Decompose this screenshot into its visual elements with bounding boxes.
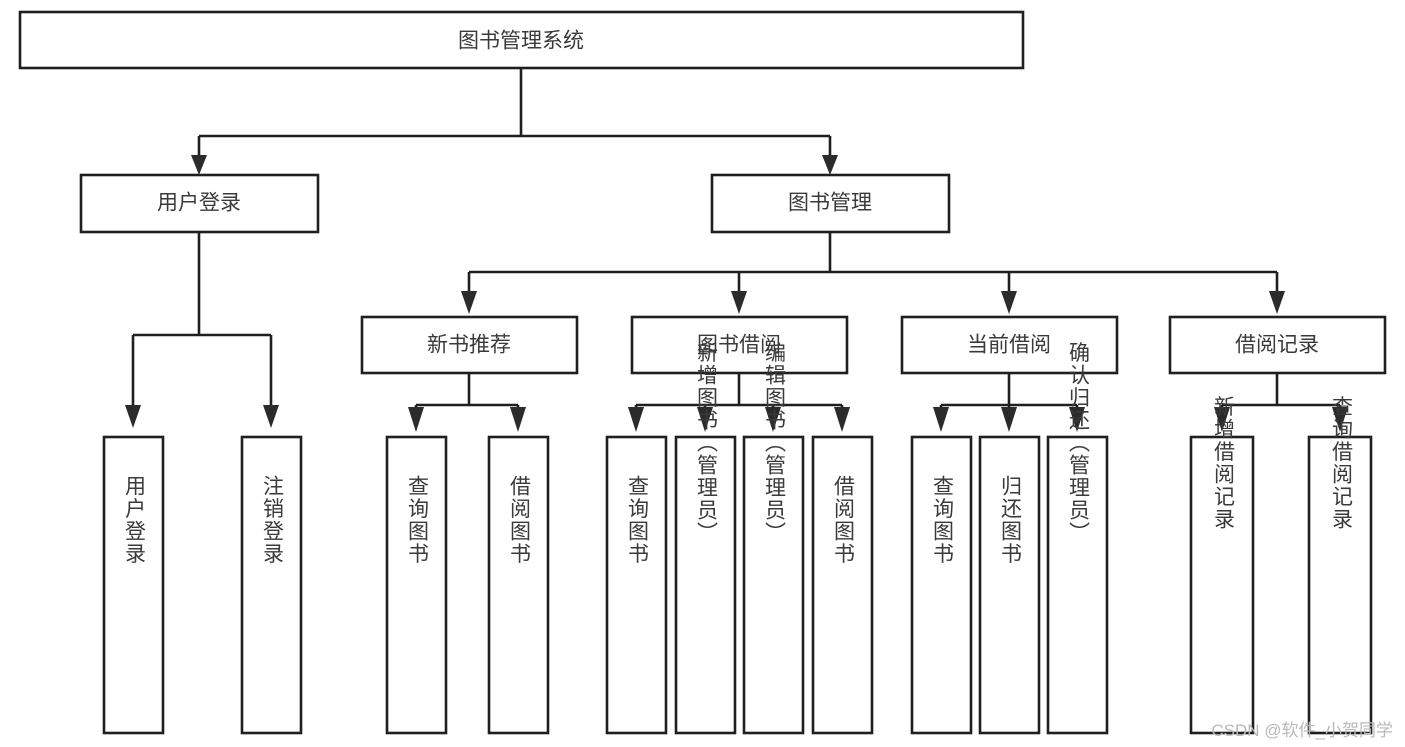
node-current-borrow[interactable]: 当前借阅 <box>900 315 1119 375</box>
arrowhead-leaf-user-login <box>125 405 141 428</box>
node-user-login-label: 用户登录 <box>157 192 241 215</box>
arrowhead-book-borrow <box>731 291 747 314</box>
leaf-query-book-1-box[interactable] <box>385 435 448 735</box>
node-borrow-record-box[interactable] <box>1168 315 1387 375</box>
arrowhead-leaf-query-record <box>1332 407 1348 432</box>
leaf-user-logout-box[interactable] <box>240 435 303 735</box>
node-borrow-record-label: 借阅记录 <box>1235 334 1319 357</box>
leaf-query-record[interactable]: 查询借阅记录 <box>1307 396 1373 735</box>
node-current-borrow-box[interactable] <box>900 315 1119 375</box>
arrowhead-leaf-add-book <box>697 407 713 432</box>
node-borrow-record[interactable]: 借阅记录 <box>1168 315 1387 375</box>
arrowhead-leaf-return-book <box>1001 407 1017 432</box>
leaf-edit-book[interactable]: 编辑图书（管理员） <box>742 342 805 735</box>
leaf-user-logout[interactable]: 注销登录 <box>240 435 303 735</box>
leaf-add-book-label: 新增图书（管理员） <box>694 342 718 545</box>
leaf-query-book-3[interactable]: 查询图书 <box>910 435 973 735</box>
leaf-query-book-1[interactable]: 查询图书 <box>385 435 448 735</box>
leaf-borrow-book-1-box[interactable] <box>487 435 550 735</box>
arrowhead-leaf-query-book-3 <box>933 407 949 432</box>
connector-layer <box>125 68 1348 432</box>
node-root-box[interactable] <box>18 10 1025 70</box>
leaf-borrow-book-1-label: 借阅图书 <box>507 475 531 565</box>
arrowhead-leaf-edit-book <box>765 407 781 432</box>
node-book-borrow-label: 图书借阅 <box>697 334 781 357</box>
arrowhead-book-manage <box>822 155 838 175</box>
node-root-label: 图书管理系统 <box>458 30 584 53</box>
leaf-add-record[interactable]: 新增借阅记录 <box>1189 396 1255 735</box>
node-new-book-recommend-label: 新书推荐 <box>427 334 511 357</box>
leaf-edit-book-box[interactable] <box>742 435 805 735</box>
leaf-add-record-box[interactable] <box>1189 435 1255 735</box>
leaf-return-book-label: 归还图书 <box>998 475 1022 565</box>
node-user-login-box[interactable] <box>79 173 320 234</box>
arrowhead-leaf-user-logout <box>263 405 279 428</box>
arrowhead-leaf-borrow-book-1 <box>510 407 526 432</box>
arrowhead-leaf-borrow-book-2 <box>834 407 850 432</box>
arrowhead-leaf-confirm-return <box>1069 407 1085 432</box>
node-book-manage-box[interactable] <box>710 173 951 234</box>
leaf-borrow-book-2-box[interactable] <box>811 435 874 735</box>
node-root[interactable]: 图书管理系统 <box>18 10 1025 70</box>
arrowhead-new-book-recommend <box>461 291 477 314</box>
leaf-user-login-box[interactable] <box>102 435 165 735</box>
leaf-query-book-2-box[interactable] <box>605 435 668 735</box>
node-current-borrow-label: 当前借阅 <box>967 334 1051 357</box>
leaf-user-login-label: 用户登录 <box>122 475 146 565</box>
leaf-query-book-1-label: 查询图书 <box>405 475 429 565</box>
node-book-manage[interactable]: 图书管理 <box>710 173 951 234</box>
leaf-add-book-box[interactable] <box>674 435 737 735</box>
arrowhead-current-borrow <box>1001 291 1017 314</box>
leaf-query-book-2-label: 查询图书 <box>625 475 649 565</box>
arrowhead-leaf-query-book-2 <box>628 407 644 432</box>
leaf-query-record-box[interactable] <box>1307 435 1373 735</box>
node-new-book-recommend-box[interactable] <box>360 315 579 375</box>
node-book-manage-label: 图书管理 <box>788 192 872 215</box>
leaf-query-book-3-label: 查询图书 <box>930 475 954 565</box>
leaf-edit-book-label: 编辑图书（管理员） <box>762 342 786 545</box>
arrowhead-leaf-add-record <box>1214 407 1230 432</box>
leaf-add-record-label: 新增借阅记录 <box>1211 396 1235 531</box>
leaf-query-book-3-box[interactable] <box>910 435 973 735</box>
node-book-borrow[interactable]: 图书借阅 <box>630 315 849 375</box>
leaf-user-logout-label: 注销登录 <box>260 475 284 565</box>
leaf-user-login[interactable]: 用户登录 <box>102 435 165 735</box>
node-new-book-recommend[interactable]: 新书推荐 <box>360 315 579 375</box>
leaf-confirm-return-box[interactable] <box>1046 435 1109 735</box>
leaf-return-book[interactable]: 归还图书 <box>978 435 1041 735</box>
leaf-borrow-book-2-label: 借阅图书 <box>831 475 855 565</box>
arrowhead-user-login <box>191 155 207 175</box>
arrowhead-borrow-record <box>1269 291 1285 314</box>
leaf-return-book-box[interactable] <box>978 435 1041 735</box>
leaf-confirm-return[interactable]: 确认归还（管理员） <box>1046 342 1109 735</box>
node-book-borrow-box[interactable] <box>630 315 849 375</box>
leaf-add-book[interactable]: 新增图书（管理员） <box>674 342 737 735</box>
node-user-login[interactable]: 用户登录 <box>79 173 320 234</box>
leaf-query-book-2[interactable]: 查询图书 <box>605 435 668 735</box>
leaf-confirm-return-label: 确认归还（管理员） <box>1066 342 1090 545</box>
arrowhead-leaf-query-book-1 <box>408 407 424 432</box>
leaf-borrow-book-1[interactable]: 借阅图书 <box>487 435 550 735</box>
leaf-borrow-book-2[interactable]: 借阅图书 <box>811 435 874 735</box>
leaf-query-record-label: 查询借阅记录 <box>1329 396 1353 531</box>
